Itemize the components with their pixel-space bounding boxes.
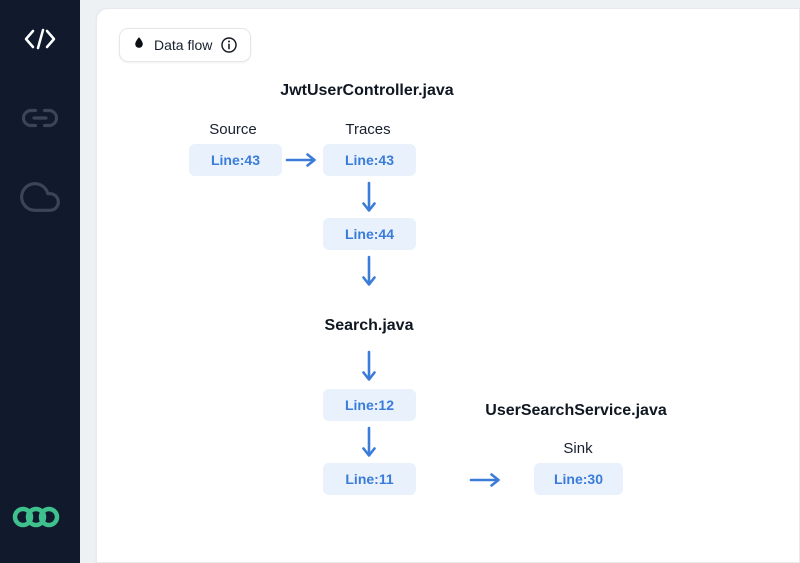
sink-node-chip[interactable]: Line:30 xyxy=(534,463,623,495)
trace-node-chip[interactable]: Line:44 xyxy=(323,218,416,250)
sidebar-item-link[interactable] xyxy=(0,100,80,139)
arrow-down-icon xyxy=(362,426,376,457)
code-icon xyxy=(23,26,57,55)
source-node-chip[interactable]: Line:43 xyxy=(189,144,282,176)
three-rings-logo xyxy=(12,504,60,535)
traces-label: Traces xyxy=(345,121,391,138)
trace-node-chip[interactable]: Line:11 xyxy=(323,463,416,495)
cloud-icon xyxy=(20,177,60,220)
sidebar xyxy=(0,0,80,563)
dataflow-panel: Data flow JwtUserController.java Source … xyxy=(96,8,800,563)
dataflow-label: Data flow xyxy=(154,37,213,53)
file-title-jwtusercontroller: JwtUserController.java xyxy=(280,82,454,99)
link-icon xyxy=(22,100,58,139)
arrow-down-icon xyxy=(362,181,376,212)
trace-node-chip[interactable]: Line:12 xyxy=(323,389,416,421)
source-label: Source xyxy=(209,121,257,138)
arrow-down-icon xyxy=(362,255,376,286)
arrow-right-icon xyxy=(469,473,500,487)
sink-label: Sink xyxy=(563,440,593,457)
arrow-right-icon xyxy=(285,153,316,167)
file-title-usersearchservice: UserSearchService.java xyxy=(485,402,667,419)
file-title-search: Search.java xyxy=(324,317,414,334)
arrow-down-icon xyxy=(362,350,376,381)
sidebar-item-code[interactable] xyxy=(0,26,80,55)
trace-node-chip[interactable]: Line:43 xyxy=(323,144,416,176)
droplet-icon xyxy=(132,34,146,56)
dataflow-chip: Data flow xyxy=(119,28,252,62)
info-icon[interactable] xyxy=(220,36,238,54)
sidebar-item-cloud[interactable] xyxy=(0,177,80,220)
